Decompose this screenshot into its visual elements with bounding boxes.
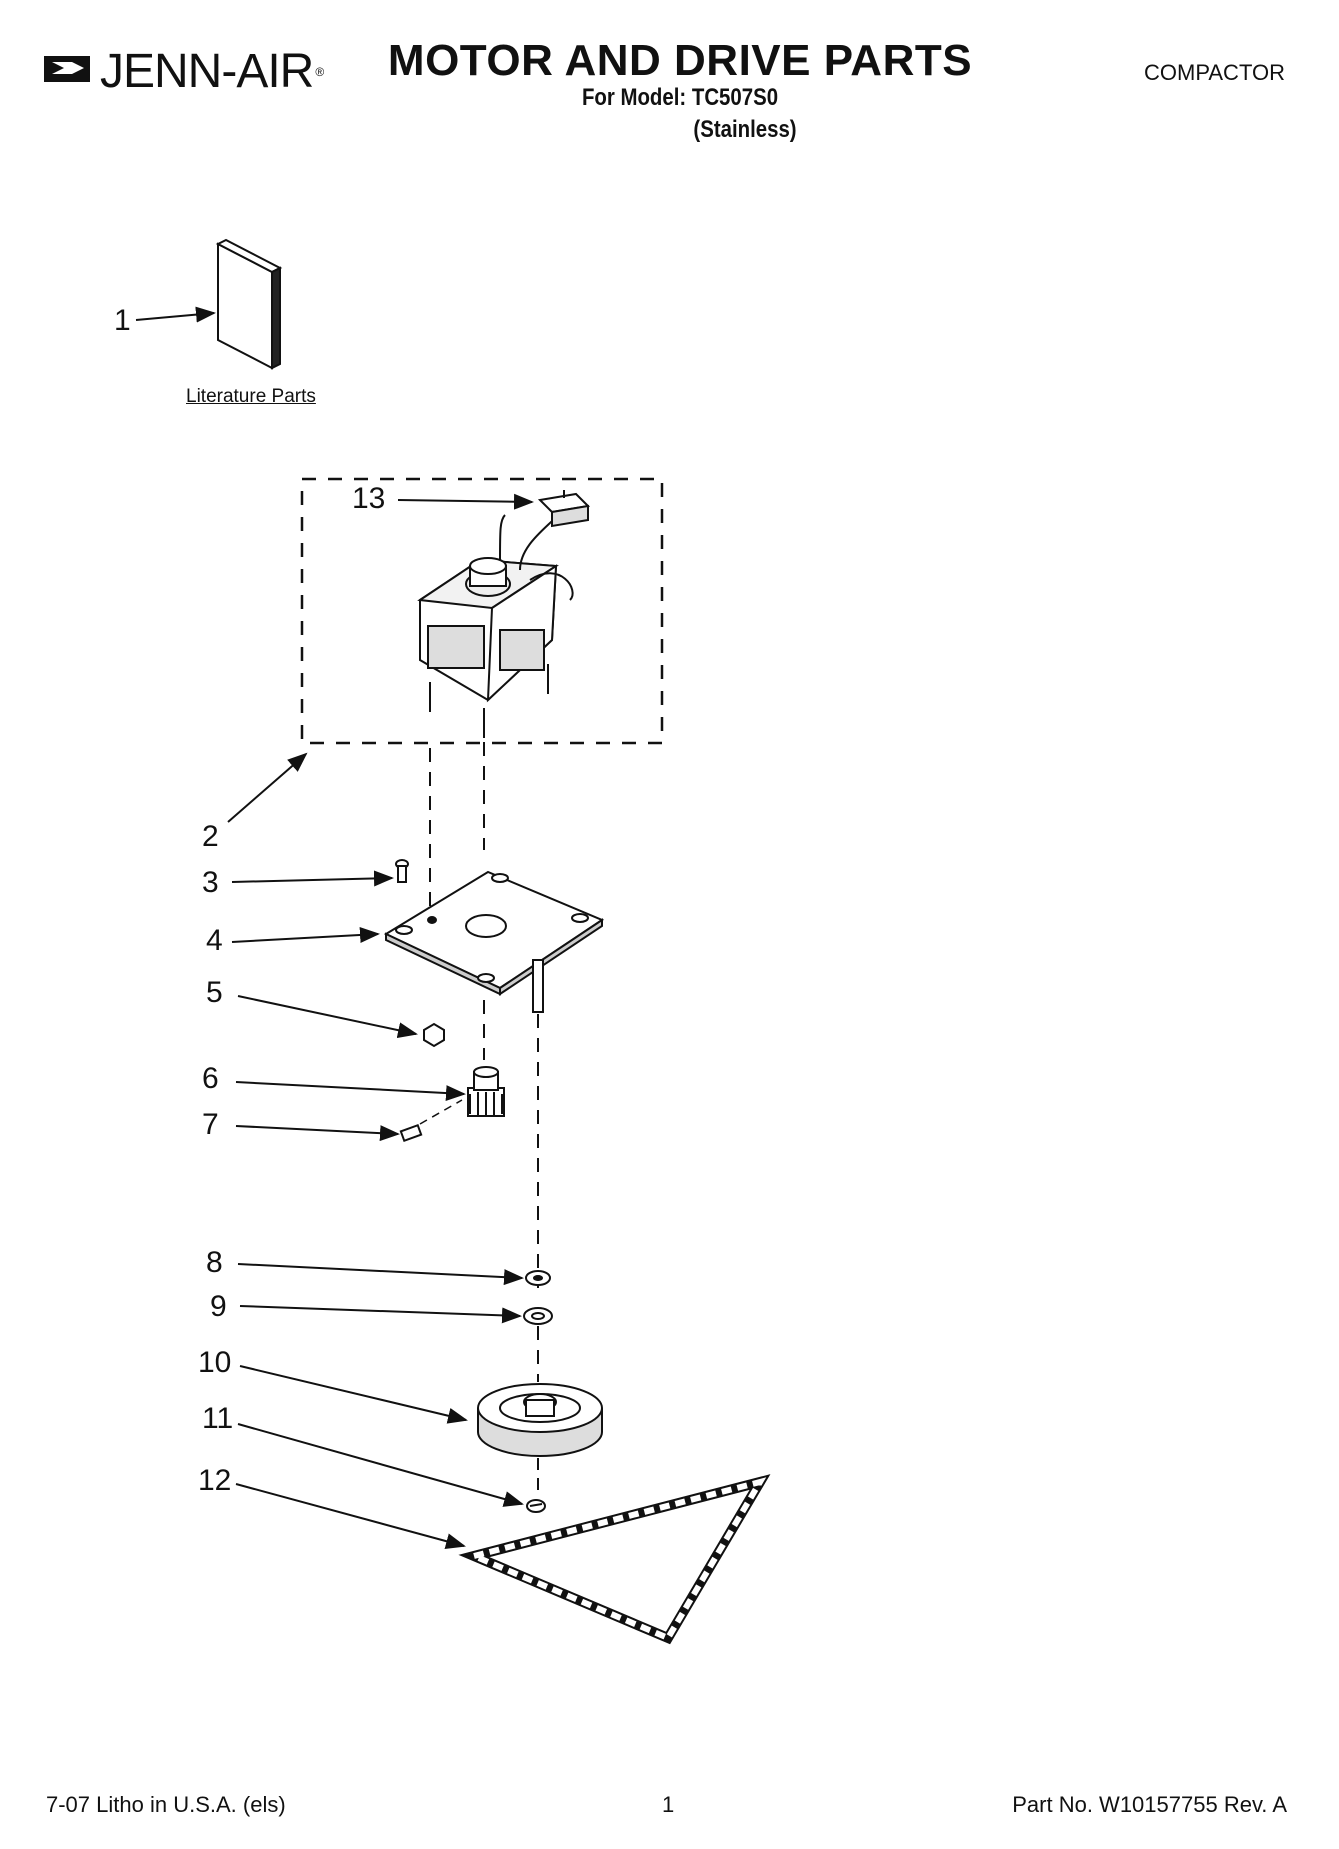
- category-label: COMPACTOR: [1144, 60, 1285, 85]
- callout-7: 7: [202, 1108, 219, 1141]
- set-screw-icon: [399, 1123, 423, 1143]
- washer-large-icon: [523, 1307, 553, 1325]
- leader-10: [239, 1365, 468, 1424]
- leader-2: [227, 752, 308, 823]
- leader-12: [235, 1483, 466, 1549]
- brand-name: JENN-AIR: [100, 45, 314, 98]
- footer-litho: 7-07 Litho in U.S.A. (els): [46, 1792, 286, 1817]
- leader-8: [237, 1263, 524, 1286]
- callout-11: 11: [202, 1402, 234, 1435]
- leader-4: [231, 926, 380, 943]
- callout-6: 6: [202, 1062, 219, 1095]
- brand-registered-mark: ®: [315, 64, 325, 79]
- leader-9: [239, 1305, 522, 1324]
- leader-5: [237, 995, 418, 1039]
- callout-1: 1: [114, 304, 131, 337]
- footer-part-number: Part No. W10157755 Rev. A: [1012, 1792, 1287, 1817]
- mounting-plate-icon: [383, 870, 605, 996]
- brand-logo: JENN-AIR ®: [44, 44, 324, 99]
- terminal-block-icon: [537, 490, 591, 528]
- leader-7: [235, 1125, 400, 1142]
- model-line: For Model: TC507S0: [581, 84, 779, 111]
- leader-3: [231, 870, 394, 887]
- page-title: MOTOR AND DRIVE PARTS: [387, 36, 973, 85]
- literature-caption: Literature Parts: [186, 386, 316, 407]
- callout-8: 8: [206, 1246, 223, 1279]
- literature-booklet: [215, 238, 283, 370]
- chain-icon: [458, 1474, 771, 1645]
- nut-icon: [423, 1022, 445, 1048]
- leader-1: [135, 306, 216, 323]
- screw-icon: [395, 859, 409, 883]
- callout-10: 10: [198, 1346, 232, 1379]
- callout-12: 12: [198, 1464, 232, 1497]
- callout-13: 13: [352, 482, 386, 515]
- clip-icon: [526, 1499, 546, 1513]
- page-title-block: MOTOR AND DRIVE PARTS For Model: TC507S0…: [380, 36, 980, 144]
- leader-13: [397, 493, 534, 510]
- footer-page-number: 1: [662, 1792, 675, 1817]
- washer-small-icon: [525, 1270, 551, 1286]
- jenn-air-logo-icon: [44, 52, 94, 91]
- leader-11: [237, 1423, 524, 1507]
- callout-4: 4: [206, 924, 223, 957]
- drive-gear-icon: [467, 1066, 505, 1117]
- leader-6: [235, 1081, 466, 1102]
- callout-5: 5: [206, 976, 223, 1009]
- callout-2: 2: [202, 820, 219, 853]
- motor-icon: [417, 509, 574, 738]
- finish-line: (Stainless): [693, 116, 797, 143]
- sprocket-icon: [477, 1383, 603, 1457]
- callout-9: 9: [210, 1290, 227, 1323]
- callout-3: 3: [202, 866, 219, 899]
